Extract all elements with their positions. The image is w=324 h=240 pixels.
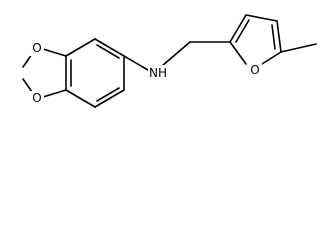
- bond-c1-c2: [94, 38, 125, 57]
- double-bond-fc4-fc5: [271, 24, 276, 50]
- bond-c3-c4: [94, 89, 125, 108]
- double-bond-fc2-fc3: [235, 19, 250, 43]
- double-bond-c3-c4: [96, 87, 120, 102]
- dioxole-oxygen-bottom-label: O: [32, 91, 41, 105]
- bond-fc2-fc3: [229, 14, 247, 43]
- bond-n-ch2: [161, 41, 191, 67]
- bond-o-fc2: [229, 41, 247, 65]
- bond-fc4-fc5: [276, 20, 282, 53]
- bond-fc3-fc4: [245, 14, 278, 22]
- bond-c4-c5: [65, 89, 96, 108]
- amine-label-bg: [148, 65, 168, 81]
- dioxole-oxygen-top-label: O: [32, 41, 41, 55]
- dioxole-ring: [22, 48, 67, 98]
- atom-labels: NH O O O: [30, 40, 262, 107]
- bond-c6-c1: [65, 38, 96, 57]
- amine-linker: [123, 41, 231, 74]
- furan-oxygen-label-bg: [248, 63, 262, 79]
- bond-o-top-ch2: [22, 53, 33, 68]
- bond-o-bottom-ch2: [22, 78, 33, 93]
- chemical-structure: NH O O O: [22, 14, 317, 108]
- double-bond-c1-c2: [96, 44, 120, 59]
- bond-c6-o-top: [42, 48, 67, 57]
- bond-fc5-o: [261, 51, 282, 65]
- amine-label: NH: [149, 66, 167, 80]
- bond-fc5-methyl: [280, 43, 317, 53]
- dioxole-oxygen-bottom-label-bg: [30, 91, 44, 107]
- dioxole-oxygen-top-label-bg: [30, 40, 44, 56]
- benzene-ring: [65, 38, 125, 108]
- bond-c5-o-bottom: [42, 89, 67, 98]
- furan-ring: [229, 14, 317, 65]
- furan-oxygen-label: O: [250, 63, 259, 77]
